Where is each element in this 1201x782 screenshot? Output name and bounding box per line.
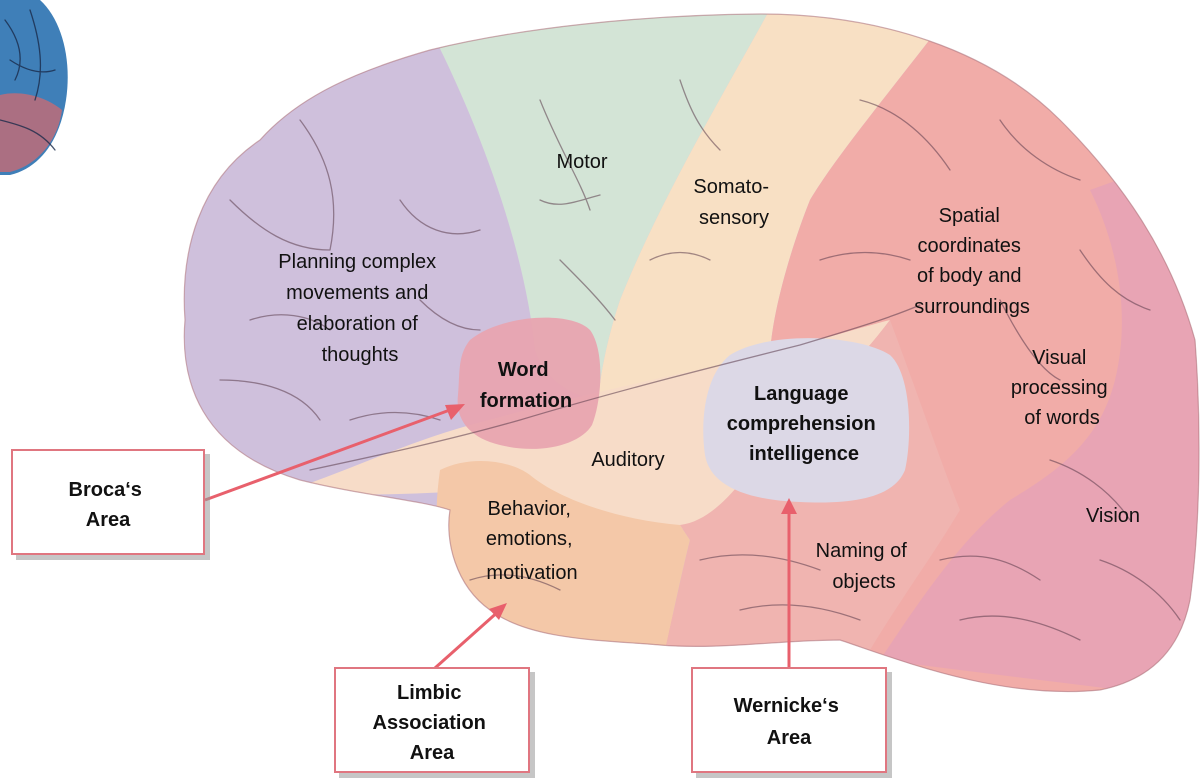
region-occipital [880, 150, 1200, 692]
callout-wernicke-box: Wernicke‘s Area [691, 667, 887, 773]
wernicke-area-region [703, 338, 910, 503]
region-limbic [436, 460, 690, 650]
label-somatosensory: Somato- sensory [693, 176, 774, 229]
inset-brain-thumbnail [0, 0, 68, 175]
callout-broca-box: Broca‘s Area [11, 449, 205, 555]
region-labels: Motor Somato- sensory Spatial coordinate… [278, 151, 1140, 593]
arrow-limbic-head [489, 603, 507, 620]
region-motor [415, 14, 775, 400]
arrow-limbic [434, 608, 501, 670]
label-auditory: Auditory [591, 449, 664, 471]
arrow-broca [204, 405, 459, 502]
label-naming-objects: Naming of objects [816, 540, 913, 593]
arrow-wernicke-head [781, 498, 797, 514]
callout-arrows [204, 404, 797, 670]
region-somatosensory [598, 14, 960, 400]
callout-limbic-box: Limbic Association Area [334, 667, 530, 773]
svg-text:Wernicke‘s Area: Wernicke‘s Area [734, 695, 845, 749]
svg-text:Limbic Association: Limbic Association Area [373, 682, 492, 764]
svg-text:Broca‘s Area: Broca‘s Area [69, 479, 148, 531]
label-visual-processing: Visual processing of words [1011, 347, 1113, 429]
label-behavior: Behavior, emotions, motivation [486, 498, 578, 584]
label-spatial-coordinates: Spatial coordinates of body and surround… [914, 205, 1030, 318]
label-motor: Motor [556, 151, 607, 173]
brain-outline [183, 13, 1200, 693]
arrow-broca-head [445, 404, 465, 420]
brain-sulci [219, 79, 1181, 641]
broca-area-region [457, 317, 601, 449]
label-vision: Vision [1086, 505, 1140, 527]
label-language-comprehension: Language comprehension intelligence [727, 383, 881, 465]
label-word-formation: Word formation [480, 359, 572, 412]
label-planning: Planning complex movements and elaborati… [278, 251, 441, 366]
